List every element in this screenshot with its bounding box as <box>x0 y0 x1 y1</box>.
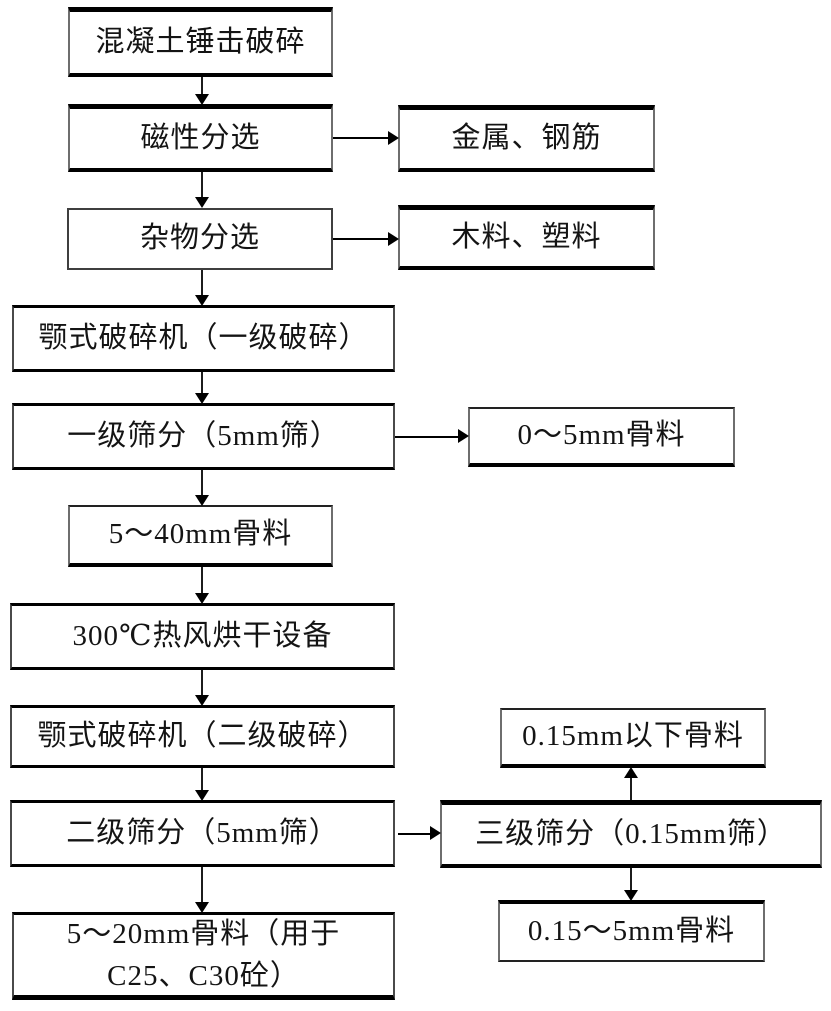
arrow-line <box>398 833 430 835</box>
arrow-head-right-icon <box>388 232 399 246</box>
arrow-line <box>333 238 388 240</box>
node-aggregate-015-5: 0.15～5mm骨料 <box>498 900 765 962</box>
node-label: 0.15～5mm骨料 <box>527 915 736 948</box>
arrow-line <box>201 372 203 393</box>
node-label: 一级筛分（5mm筛） <box>67 419 340 452</box>
node-label: 杂物分选 <box>139 222 260 255</box>
node-screen-2: 二级筛分（5mm筛） <box>10 800 395 867</box>
arrow-line <box>201 768 203 790</box>
arrow-line <box>201 670 203 695</box>
node-screen-3: 三级筛分（0.15mm筛） <box>440 800 822 868</box>
node-label: 混凝土锤击破碎 <box>95 25 306 58</box>
arrow-head-right-icon <box>430 826 441 840</box>
node-label: 磁性分选 <box>140 121 261 154</box>
arrow-line <box>201 77 203 94</box>
node-label-line2: C25、C30砼） <box>107 960 300 992</box>
node-jaw-crusher-1: 颚式破碎机（一级破碎） <box>12 305 395 372</box>
node-label-line1: 5～20mm骨料（用于 <box>66 917 341 950</box>
node-label: 金属、钢筋 <box>451 122 602 155</box>
node-wood-plastic: 木料、塑料 <box>398 205 655 270</box>
arrow-line <box>201 567 203 593</box>
arrow-head-down-icon <box>195 295 209 306</box>
node-aggregate-below-015: 0.15mm以下骨料 <box>500 708 766 768</box>
node-screen-1: 一级筛分（5mm筛） <box>12 403 395 470</box>
arrow-line <box>395 436 458 438</box>
arrow-head-right-icon <box>388 131 399 145</box>
arrow-line <box>201 470 203 495</box>
node-crush: 混凝土锤击破碎 <box>68 7 333 77</box>
node-label: 二级筛分（5mm筛） <box>66 816 339 849</box>
node-metal-rebar: 金属、钢筋 <box>398 105 655 172</box>
node-hot-air-dryer: 300℃热风烘干设备 <box>10 603 395 670</box>
node-label: 5～40mm骨料 <box>108 518 293 551</box>
node-label: 0～5mm骨料 <box>517 419 686 452</box>
arrow-head-right-icon <box>458 429 469 443</box>
node-aggregate-5-40: 5～40mm骨料 <box>68 505 333 567</box>
node-debris: 杂物分选 <box>67 208 333 270</box>
arrow-line <box>333 137 388 139</box>
node-label: 0.15mm以下骨料 <box>522 720 744 753</box>
arrow-head-down-icon <box>195 197 209 208</box>
node-aggregate-5-20: 5～20mm骨料（用于 C25、C30砼） <box>12 912 395 1000</box>
node-label: 木料、塑料 <box>451 221 602 254</box>
arrow-line <box>201 172 203 197</box>
node-jaw-crusher-2: 颚式破碎机（二级破碎） <box>10 705 395 768</box>
node-label: 颚式破碎机（二级破碎） <box>37 719 368 752</box>
arrow-head-down-icon <box>195 695 209 706</box>
node-label: 300℃热风烘干设备 <box>72 619 333 652</box>
arrow-head-up-icon <box>624 767 638 778</box>
arrow-head-down-icon <box>195 94 209 105</box>
arrow-head-down-icon <box>195 790 209 801</box>
arrow-line <box>201 867 203 902</box>
arrow-head-down-icon <box>624 890 638 901</box>
arrow-line <box>630 778 632 800</box>
arrow-line <box>201 270 203 295</box>
node-magnetic: 磁性分选 <box>68 104 333 172</box>
arrow-line <box>630 868 632 890</box>
arrow-head-down-icon <box>195 902 209 913</box>
node-aggregate-0-5: 0～5mm骨料 <box>468 407 735 467</box>
node-label: 颚式破碎机（一级破碎） <box>38 321 369 354</box>
arrow-head-down-icon <box>195 593 209 604</box>
arrow-head-down-icon <box>195 393 209 404</box>
node-label: 三级筛分（0.15mm筛） <box>475 817 787 850</box>
arrow-head-down-icon <box>195 495 209 506</box>
